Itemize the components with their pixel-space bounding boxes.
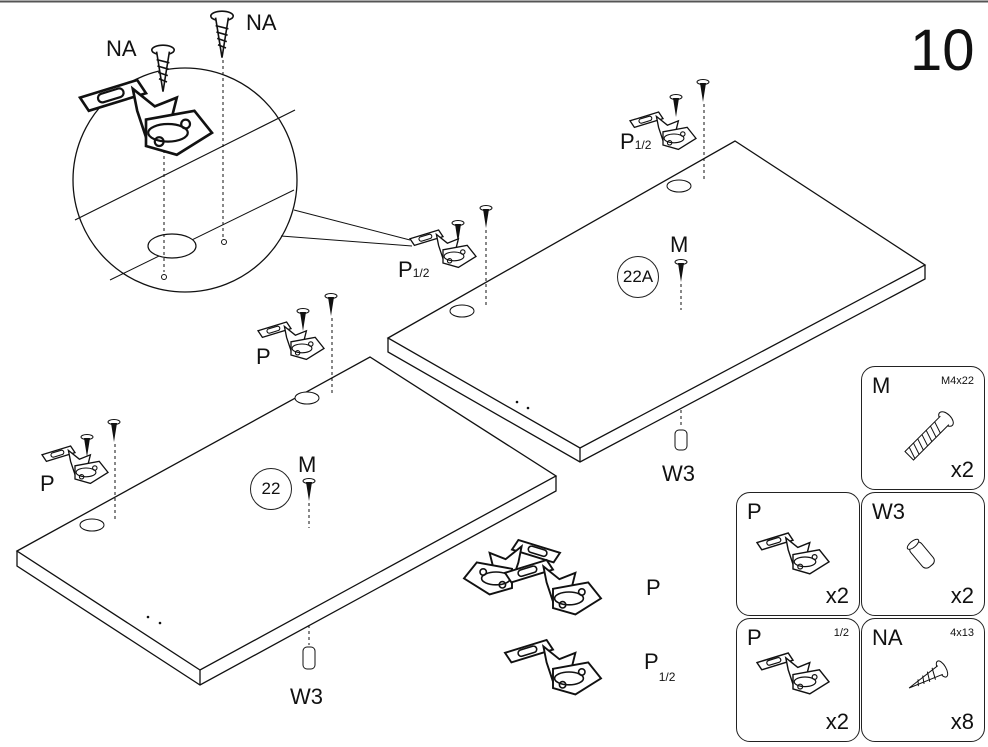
- step-number: 10: [910, 18, 975, 83]
- part-panel-p-half: P 1/2 x2: [736, 618, 860, 742]
- part-qty: x2: [950, 457, 974, 482]
- board-22: [15, 293, 558, 686]
- board-22a: [386, 79, 927, 463]
- panel-number-22a: 22A: [617, 256, 659, 298]
- label-hinge-p-half: P1/2: [644, 649, 675, 684]
- part-code: P: [747, 499, 762, 524]
- label-w3-top: W3: [662, 461, 695, 486]
- label-p-half-top-sub: 1/2: [634, 138, 652, 152]
- detail-callout: [72, 10, 413, 293]
- label-m-bottom: M: [298, 452, 317, 477]
- label-p-half-mid-sub: 1/2: [412, 266, 430, 280]
- part-qty: x8: [950, 709, 974, 734]
- label-p-mid: P: [256, 344, 271, 369]
- part-spec: 4x13: [950, 627, 974, 639]
- label-hinge-p-half-main: P: [644, 649, 659, 674]
- label-na-left: NA: [106, 36, 137, 61]
- part-spec: 1/2: [833, 627, 849, 639]
- label-p-half-top-main: P: [620, 129, 635, 154]
- screw-icon: [908, 660, 949, 689]
- part-code: W3: [872, 499, 905, 524]
- label-na-right: NA: [246, 10, 277, 35]
- label-m-top: M: [670, 232, 689, 257]
- part-code: P: [747, 625, 762, 650]
- panel-number-22: 22: [250, 468, 292, 510]
- part-code: NA: [872, 625, 903, 650]
- label-w3-bottom: W3: [290, 684, 323, 709]
- part-qty: x2: [825, 709, 849, 734]
- part-code: M: [872, 373, 891, 398]
- loose-hinges: [463, 539, 602, 696]
- part-qty: x2: [825, 583, 849, 608]
- label-p-half-top: P1/2: [620, 131, 651, 153]
- label-p-left: P: [40, 471, 55, 496]
- part-spec: M4x22: [940, 375, 974, 387]
- part-qty: x2: [950, 583, 974, 608]
- part-panel-m: M M4x22 x2: [861, 366, 985, 490]
- label-hinge-p-half-sub: 1/2: [658, 670, 676, 684]
- part-panel-p: P x2: [736, 492, 860, 616]
- label-p-half-mid: P1/2: [398, 259, 429, 281]
- label-p-half-mid-main: P: [398, 257, 413, 282]
- part-panel-na: NA 4x13 x8: [861, 618, 985, 742]
- dowel-icon: [906, 538, 935, 569]
- bolt-icon: [904, 411, 954, 461]
- label-hinge-p: P: [646, 575, 661, 600]
- part-panel-w3: W3 x2: [861, 492, 985, 616]
